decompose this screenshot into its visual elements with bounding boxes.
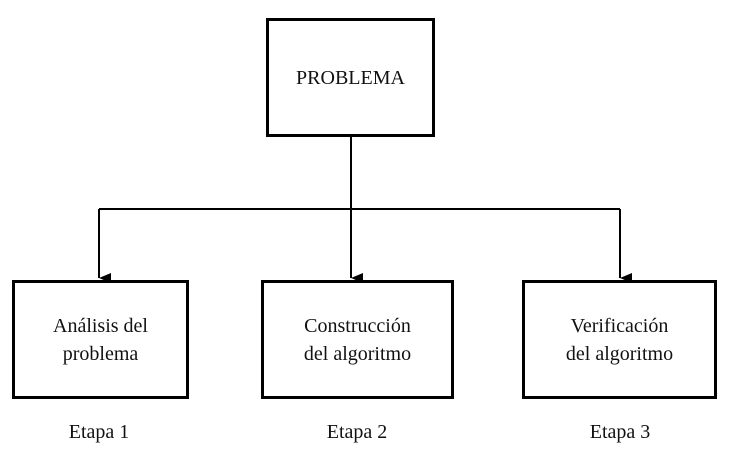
problem-label: PROBLEMA xyxy=(296,66,405,89)
stage-label-3: Etapa 3 xyxy=(589,421,651,443)
step-box-analysis: Análisis del problema xyxy=(12,280,189,399)
stage-label-1: Etapa 1 xyxy=(68,421,130,443)
step-box-verification: Verificación del algoritmo xyxy=(522,280,717,399)
stage-label-2: Etapa 2 xyxy=(326,421,388,443)
step-1-line-1: Análisis del xyxy=(53,314,148,337)
step-3-line-2: del algoritmo xyxy=(565,342,674,365)
step-3-line-1: Verificación xyxy=(570,314,669,337)
step-box-construction: Construcción del algoritmo xyxy=(261,280,454,399)
step-2-line-1: Construcción xyxy=(304,314,411,337)
step-1-line-2: problema xyxy=(62,342,139,365)
problem-box: PROBLEMA xyxy=(266,18,435,137)
step-2-line-2: del algoritmo xyxy=(303,342,412,365)
